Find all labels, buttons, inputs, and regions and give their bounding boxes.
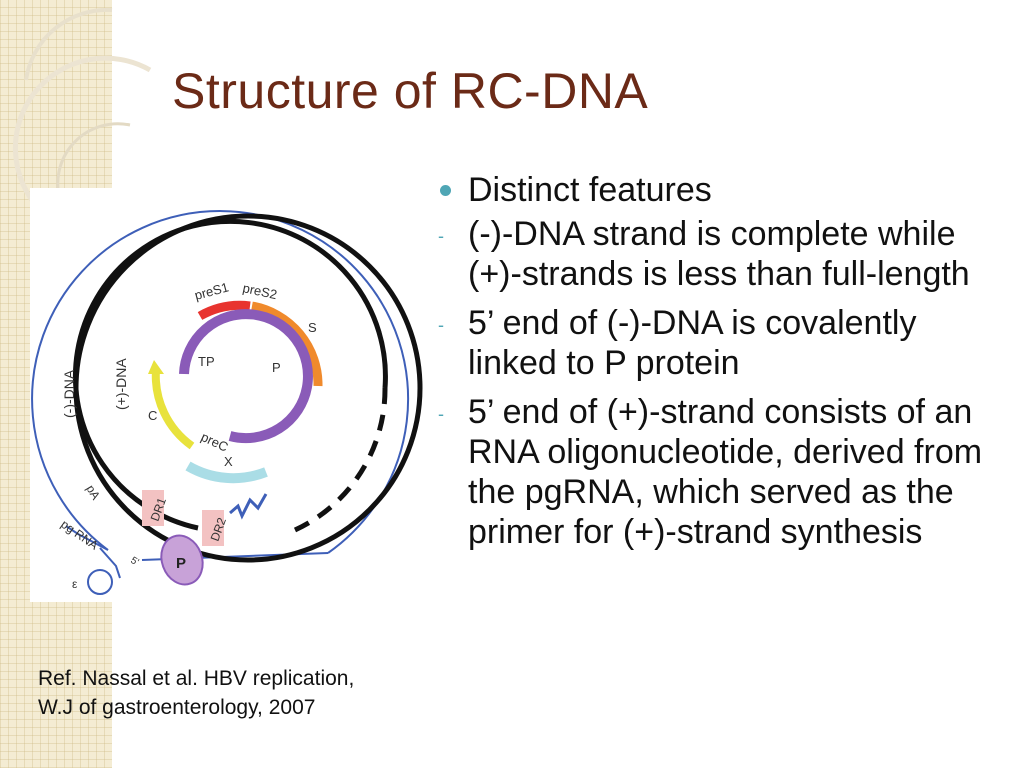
bullet-dot-icon [440, 185, 451, 196]
bullet-text: 5’ end of (+)-strand consists of an RNA … [468, 393, 983, 551]
pgrna-tail [65, 525, 109, 551]
tp-label: TP [198, 354, 215, 369]
pres2-s-arc [251, 301, 323, 387]
five-prime-label: 5' [129, 555, 141, 568]
reference-citation: Ref. Nassal et al. HBV replication, W.J … [38, 664, 354, 722]
minus-dna-label: (-)-DNA [61, 369, 77, 418]
epsilon-label: ε [72, 577, 78, 591]
bullet-text: (-)-DNA strand is complete while (+)-str… [468, 215, 970, 293]
epsilon-stem [99, 547, 121, 579]
rc-dna-diagram: DR1 DR2 P preS1 preS2 S TP P C preC X (-… [30, 188, 428, 602]
rna-primer [229, 493, 268, 520]
plus-dna-gap [293, 387, 388, 533]
reference-line-1: Ref. Nassal et al. HBV replication, [38, 667, 355, 690]
p-protein-label: P [176, 555, 186, 572]
p-gene-label: P [272, 360, 281, 375]
s-label: S [308, 320, 317, 335]
p-gene-arc [179, 309, 313, 444]
prec-label: preC [199, 429, 231, 455]
bullet-text: 5’ end of (-)-DNA is covalently linked t… [468, 304, 917, 382]
dr2-box [202, 510, 224, 546]
slide-title: Structure of RC-DNA [172, 63, 649, 119]
x-gene-arc [185, 461, 268, 484]
x-label: X [224, 454, 233, 469]
pgrna-label: pg RNA [58, 517, 100, 553]
sub-bullet-item: - (-)-DNA strand is complete while (+)-st… [438, 214, 998, 294]
dash-icon: - [438, 315, 444, 335]
dr1-box [142, 490, 164, 526]
bullet-item: Distinct features [438, 170, 998, 210]
pa-label: pA [83, 483, 102, 503]
epsilon-loop [87, 569, 113, 595]
sub-bullet-item: - 5’ end of (+)-strand consists of an RNA… [438, 392, 998, 552]
c-label: C [148, 408, 157, 423]
dash-icon: - [438, 226, 444, 246]
bullet-text: Distinct features [468, 171, 712, 209]
plus-dna-strand [73, 218, 388, 531]
sub-bullet-item: - 5’ end of (-)-DNA is covalently linked … [438, 303, 998, 383]
bullet-list: Distinct features - (-)-DNA strand is comp… [438, 170, 998, 561]
pres1-label: preS1 [193, 279, 230, 302]
pres1-arc [197, 300, 251, 320]
pres2-label: preS2 [241, 280, 278, 302]
plus-dna-label: (+)-DNA [113, 358, 129, 410]
c-gene-arc [151, 369, 195, 450]
reference-line-2: W.J of gastroenterology, 2007 [38, 696, 316, 719]
pgrna-outer-loop [31, 210, 410, 554]
decorative-swirl [12, 7, 152, 212]
c-gene-arrowhead [148, 360, 164, 374]
dash-icon: - [438, 404, 444, 424]
p-protein [160, 534, 204, 586]
